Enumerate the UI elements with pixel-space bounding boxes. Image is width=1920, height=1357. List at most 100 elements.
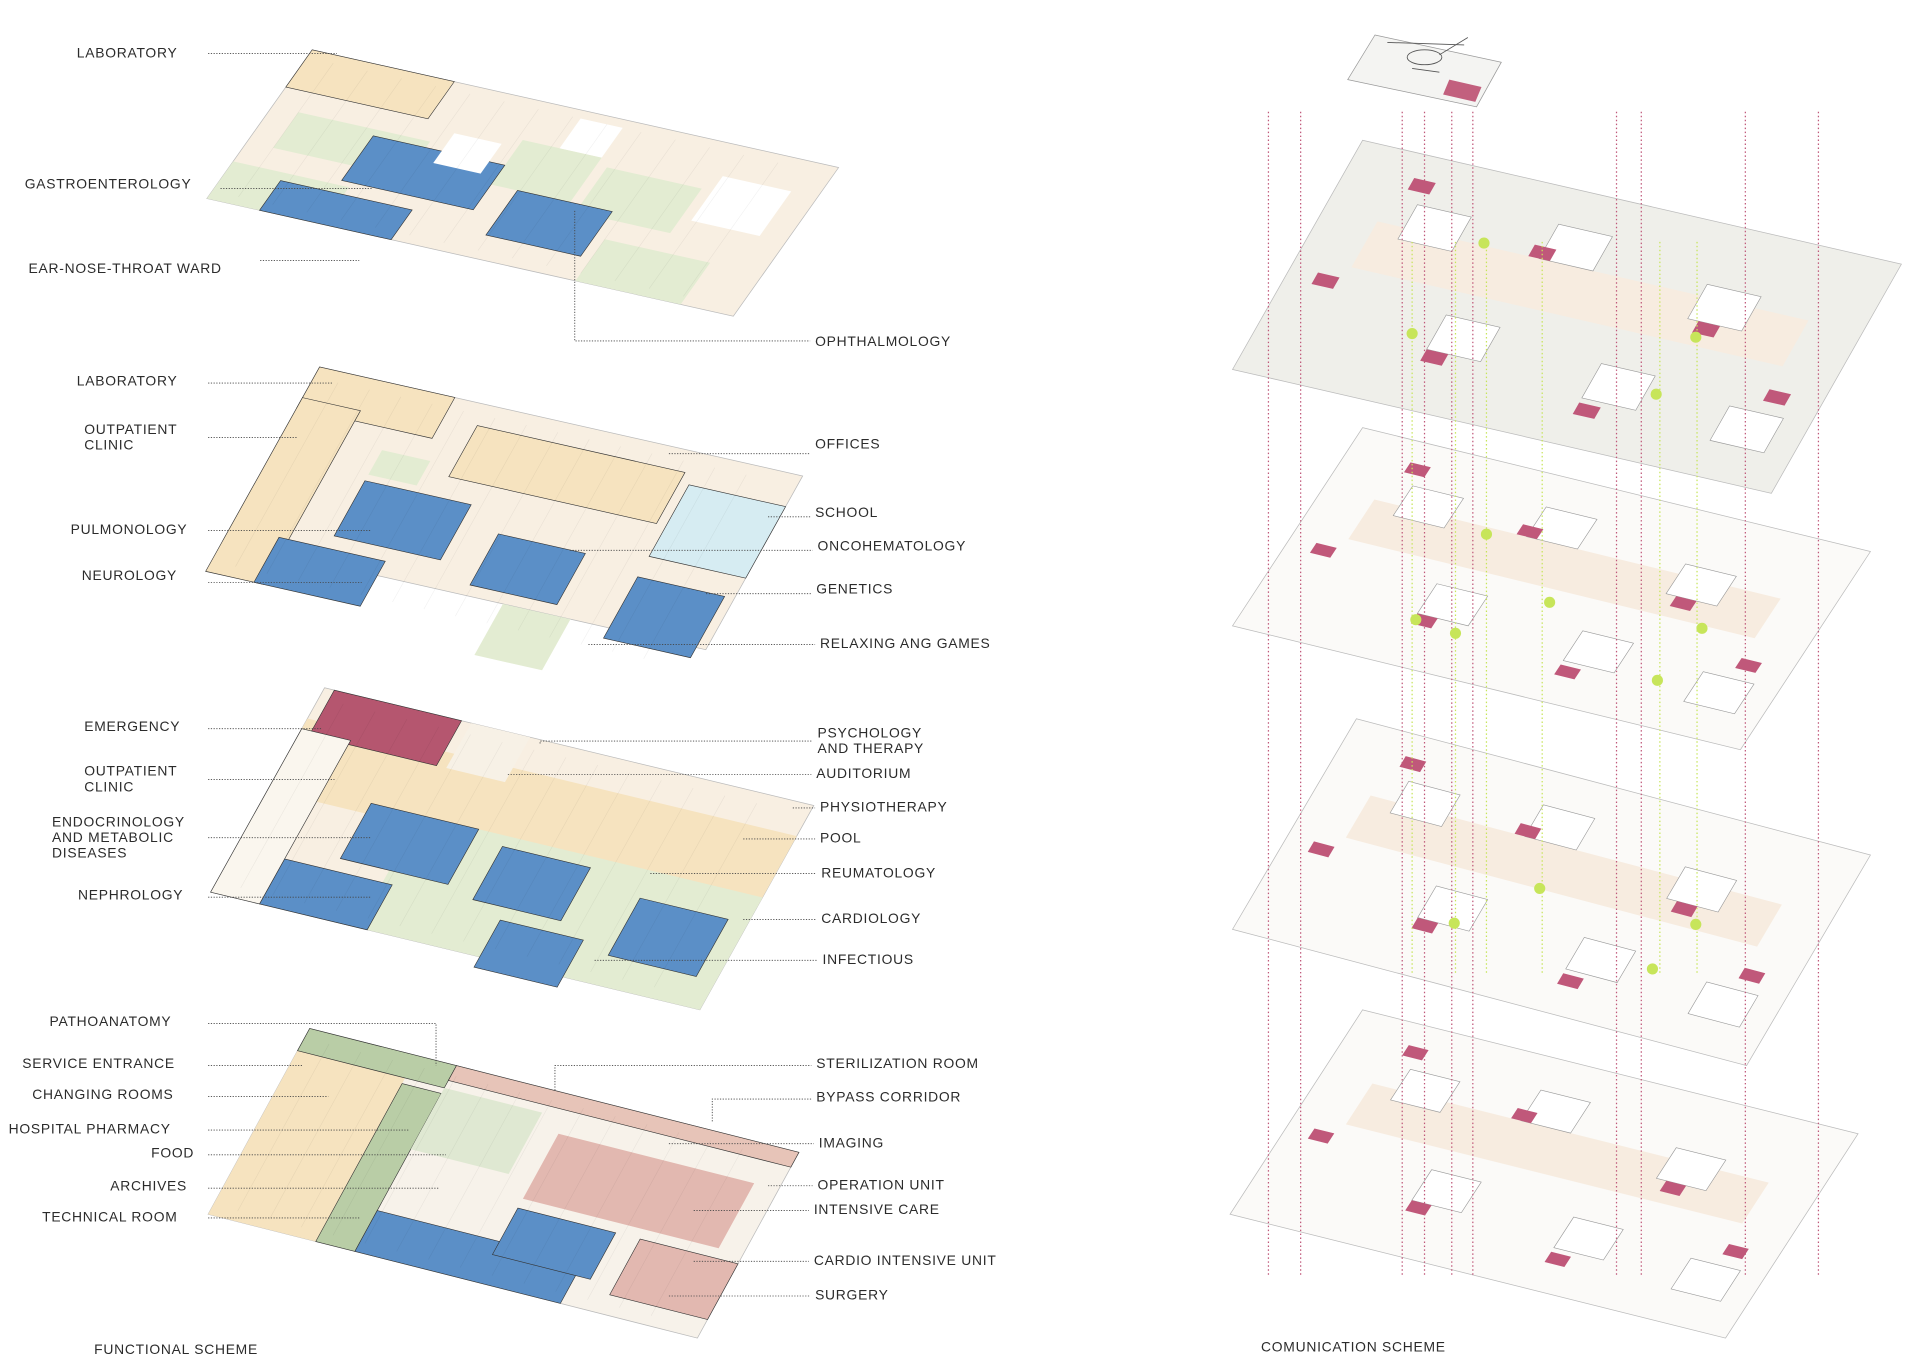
label-level-2-reumatology-line: REUMATOLOGY — [821, 864, 936, 880]
label-level-2-nephrology-line: NEPHROLOGY — [78, 887, 183, 903]
vertical-core-marker — [1311, 272, 1340, 289]
plan-zone — [603, 576, 726, 659]
vertical-core-marker — [1738, 967, 1766, 984]
stair-node — [1410, 614, 1422, 626]
stair-node — [1690, 331, 1702, 343]
stair-node — [1696, 622, 1708, 634]
label-level-2-psychology-line: PSYCHOLOGY — [818, 724, 922, 740]
label-level-1-food-line: FOOD — [151, 1144, 194, 1160]
comm-level-3 — [1231, 427, 1872, 751]
label-level-4-ear-nose-throat: EAR-NOSE-THROAT WARD — [28, 260, 221, 276]
label-level-1-pathoanatomy-line: PATHOANATOMY — [50, 1013, 172, 1029]
label-level-4-gastroenterology: GASTROENTEROLOGY — [25, 176, 192, 192]
helipad-landing-marker — [1443, 79, 1482, 102]
stair-node — [1544, 596, 1556, 608]
label-level-3-neurology: NEUROLOGY — [82, 567, 177, 583]
label-level-4-ophthalmology: OPHTHALMOLOGY — [815, 333, 951, 349]
label-level-1-technical-room: TECHNICAL ROOM — [42, 1209, 177, 1225]
plan-zone — [607, 897, 729, 977]
functional-scheme-title: FUNCTIONAL SCHEME — [94, 1341, 258, 1357]
label-level-4-ophthalmology-line: OPHTHALMOLOGY — [815, 333, 951, 349]
label-level-2-infectious-line: INFECTIOUS — [823, 951, 914, 967]
vertical-core-marker — [1420, 349, 1449, 366]
label-level-1-pathoanatomy: PATHOANATOMY — [50, 1013, 172, 1029]
plan-zone — [296, 366, 456, 439]
label-level-3-laboratory-line: LABORATORY — [77, 373, 178, 389]
plan-zone — [333, 480, 472, 561]
helicopter-icon — [1387, 37, 1469, 73]
plan-zone — [410, 1087, 543, 1174]
level-1-plan — [207, 1028, 800, 1339]
vertical-core-marker — [1402, 1045, 1429, 1061]
label-level-3-genetics-line: GENETICS — [816, 581, 893, 597]
leader-line — [711, 1098, 812, 1122]
vertical-core-marker — [1557, 973, 1584, 990]
plan-zone — [448, 425, 686, 524]
label-level-1-sterilization-room: STERILIZATION ROOM — [816, 1055, 979, 1071]
label-level-1-sterilization-room-line: STERILIZATION ROOM — [816, 1055, 979, 1071]
leader-line — [539, 740, 813, 744]
label-level-2-emergency-line: EMERGENCY — [84, 718, 180, 734]
vertical-core-marker — [1516, 524, 1544, 540]
stair-node — [1448, 917, 1460, 929]
plan-zone — [473, 919, 584, 988]
label-level-3-outpatient-clinic-line: OUTPATIENT — [84, 421, 177, 437]
label-level-3-neurology-line: NEUROLOGY — [82, 567, 177, 583]
label-level-2-pool-line: POOL — [820, 830, 862, 846]
label-level-1-intensive-care-line: INTENSIVE CARE — [814, 1201, 940, 1217]
plan-zone — [285, 49, 455, 120]
label-level-2-cardiology: CARDIOLOGY — [821, 910, 921, 926]
label-level-2-physiotherapy: PHYSIOTHERAPY — [820, 799, 948, 815]
vertical-core-marker — [1554, 664, 1581, 680]
vertical-core-marker — [1572, 402, 1601, 419]
label-level-3-offices-line: OFFICES — [815, 436, 880, 452]
label-level-1-hospital-pharmacy: HOSPITAL PHARMACY — [9, 1121, 171, 1137]
label-level-4-laboratory: LABORATORY — [77, 44, 178, 60]
stair-node — [1650, 388, 1662, 400]
vertical-core-marker — [1722, 1243, 1749, 1260]
plan-zone — [575, 239, 711, 305]
label-level-2-endocrinology-line: AND METABOLIC — [52, 829, 174, 845]
label-level-3-school-line: SCHOOL — [815, 504, 878, 520]
leader-line — [554, 1065, 812, 1091]
label-level-2-auditorium-line: AUDITORIUM — [816, 765, 911, 781]
label-level-2-outpatient-clinic-line: CLINIC — [84, 778, 134, 794]
label-level-1-surgery: SURGERY — [815, 1287, 889, 1303]
label-level-3-relaxing: RELAXING ANG GAMES — [820, 635, 991, 651]
label-level-2-psychology-line: AND THERAPY — [818, 740, 925, 756]
leader-line — [574, 210, 811, 342]
plan-zone — [491, 1207, 617, 1280]
helipad — [1347, 34, 1502, 108]
comm-level-2 — [1231, 718, 1872, 1067]
label-level-3-pulmonology-line: PULMONOLOGY — [71, 521, 188, 537]
vertical-core-marker — [1659, 1180, 1687, 1196]
plan-zone — [609, 1238, 739, 1320]
label-level-2-physiotherapy-line: PHYSIOTHERAPY — [820, 799, 948, 815]
vertical-core-marker — [1405, 1200, 1432, 1216]
stair-node — [1449, 627, 1462, 639]
plan-zone — [691, 176, 792, 236]
label-level-4-gastroenterology-line: GASTROENTEROLOGY — [25, 176, 192, 192]
vertical-core-marker — [1309, 542, 1337, 558]
plan-zone — [208, 1047, 408, 1242]
label-level-2-endocrinology-line: DISEASES — [52, 845, 127, 861]
label-level-1-hospital-pharmacy-line: HOSPITAL PHARMACY — [9, 1121, 171, 1137]
label-level-2-reumatology: REUMATOLOGY — [821, 864, 936, 880]
level-2-plan — [210, 687, 815, 1011]
label-level-3-school: SCHOOL — [815, 504, 878, 520]
vertical-connections — [1267, 111, 1820, 1277]
label-level-2-endocrinology-line: ENDOCRINOLOGY — [52, 814, 185, 830]
label-level-3-oncohematology-line: ONCOHEMATOLOGY — [818, 537, 967, 553]
plan-zone — [469, 533, 586, 605]
label-level-4-ear-nose-throat-line: EAR-NOSE-THROAT WARD — [28, 260, 221, 276]
label-level-1-cardio-intensive-unit: CARDIO INTENSIVE UNIT — [814, 1252, 997, 1268]
plan-zone — [447, 1065, 800, 1168]
stair-node — [1690, 918, 1702, 930]
label-level-1-intensive-care: INTENSIVE CARE — [814, 1201, 940, 1217]
label-level-1-technical-room-line: TECHNICAL ROOM — [42, 1209, 177, 1225]
plan-zone — [491, 139, 602, 203]
